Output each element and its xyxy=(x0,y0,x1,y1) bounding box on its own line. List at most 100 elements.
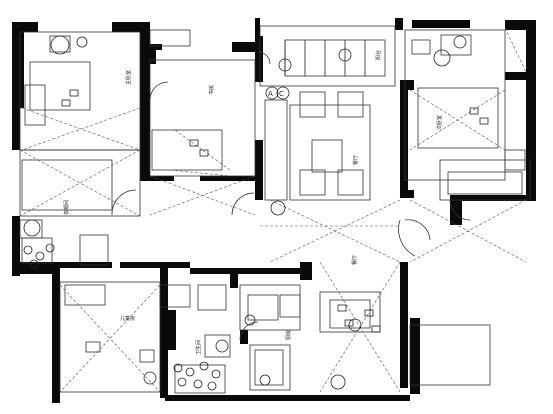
chair xyxy=(199,149,209,157)
outline-rect xyxy=(239,284,301,331)
chair xyxy=(337,304,347,312)
outline-rect xyxy=(319,291,381,333)
wall-segment xyxy=(505,72,535,80)
door-arc xyxy=(257,51,271,65)
outline-rect xyxy=(264,99,288,201)
wall-segment xyxy=(168,310,176,350)
guide-line xyxy=(59,284,161,393)
guide-line xyxy=(19,149,141,217)
outline-rect xyxy=(409,324,491,386)
outline-rect xyxy=(440,34,472,56)
label-dining: 餐厅 xyxy=(351,255,358,265)
guide-line xyxy=(19,149,141,217)
wall-segment xyxy=(120,262,190,268)
door-arc xyxy=(239,321,259,341)
wall-segment xyxy=(232,42,258,52)
outline-rect xyxy=(404,29,506,181)
outline-rect xyxy=(249,344,291,391)
fixture-circle xyxy=(50,35,70,55)
guide-line xyxy=(21,107,141,151)
room-labels: 主卧室 书房 客厅 次卧室 衣帽间 卫生间 餐厅 厨房 阳台 儿童房 A C xyxy=(63,50,443,355)
fixture-circle xyxy=(453,35,467,49)
stone-tile xyxy=(207,381,217,391)
outline-rect xyxy=(19,149,141,217)
outline-rect xyxy=(19,219,43,239)
marker-a: A xyxy=(268,90,273,98)
fixture-circle xyxy=(270,200,286,216)
outline-rect xyxy=(85,341,101,353)
wall-segment xyxy=(200,176,260,181)
fixture-circle xyxy=(348,318,362,332)
wall-segment xyxy=(400,80,408,190)
chair xyxy=(364,309,374,317)
stone-tile xyxy=(23,245,33,255)
wall-segment xyxy=(240,268,310,274)
stone-tile xyxy=(29,259,39,269)
label-kids-room: 儿童房 xyxy=(120,315,135,322)
fixture-circle xyxy=(215,339,229,353)
fixture-circle xyxy=(143,371,157,385)
guide-line xyxy=(504,27,527,73)
label-master-bedroom: 主卧室 xyxy=(125,70,132,85)
outline-rect xyxy=(259,25,396,87)
outline-rect xyxy=(254,349,284,386)
marker-c-circle xyxy=(276,86,290,100)
wall-segment xyxy=(410,318,420,394)
guide-line xyxy=(174,129,231,171)
outline-rect xyxy=(139,349,155,363)
guide-line xyxy=(409,89,506,151)
outline-rect xyxy=(64,284,106,306)
door-arc xyxy=(404,219,431,241)
outline-rect xyxy=(284,39,386,77)
outline-rect xyxy=(29,61,91,111)
guide-line xyxy=(169,169,231,177)
wall-segment xyxy=(12,216,20,276)
furniture xyxy=(23,35,489,391)
outline-rect xyxy=(299,91,326,118)
wall-segment xyxy=(160,268,168,398)
fixture-circle xyxy=(433,49,451,67)
fixture-circle xyxy=(330,374,346,390)
wall-segment xyxy=(255,18,260,36)
outline-rect xyxy=(289,104,371,201)
guide-line xyxy=(319,261,401,393)
wall-segment xyxy=(400,262,408,388)
label-wardrobe: 衣帽间 xyxy=(63,200,70,215)
fixture-circle xyxy=(244,314,256,326)
wall-segment xyxy=(255,36,263,82)
wall-segment xyxy=(450,195,462,225)
wall-segment xyxy=(112,22,148,32)
outline-rect xyxy=(311,139,343,173)
outline-rect xyxy=(24,84,46,126)
stone-tile xyxy=(199,361,209,371)
chair xyxy=(371,325,381,333)
marker-a-circle xyxy=(265,86,279,100)
wall-segment xyxy=(52,268,60,388)
label-study: 书房 xyxy=(208,85,215,95)
outline-rect xyxy=(21,237,53,264)
wall-segment xyxy=(140,160,150,176)
guide-line xyxy=(269,199,401,263)
wall-segment xyxy=(460,195,536,201)
marker-c: C xyxy=(279,90,284,98)
wall-segment xyxy=(526,20,536,80)
guide-line xyxy=(409,199,527,263)
wall-segment xyxy=(400,190,414,198)
wall-segment xyxy=(140,22,150,172)
label-bath: 卫生间 xyxy=(195,340,202,355)
interior-lines xyxy=(19,25,531,394)
outline-rect xyxy=(204,334,231,358)
outline-rect xyxy=(329,299,371,329)
guide-line xyxy=(59,284,161,393)
label-balcony: 阳台 xyxy=(375,50,382,60)
outline-rect xyxy=(49,35,71,53)
stone-tile xyxy=(185,367,195,377)
fixture-circle xyxy=(259,374,271,386)
stone-tile xyxy=(45,243,55,253)
chair xyxy=(469,107,479,115)
outline-rect xyxy=(247,294,279,321)
door-arc xyxy=(398,219,416,257)
outline-rect xyxy=(337,91,364,118)
wall-segment xyxy=(12,22,24,108)
